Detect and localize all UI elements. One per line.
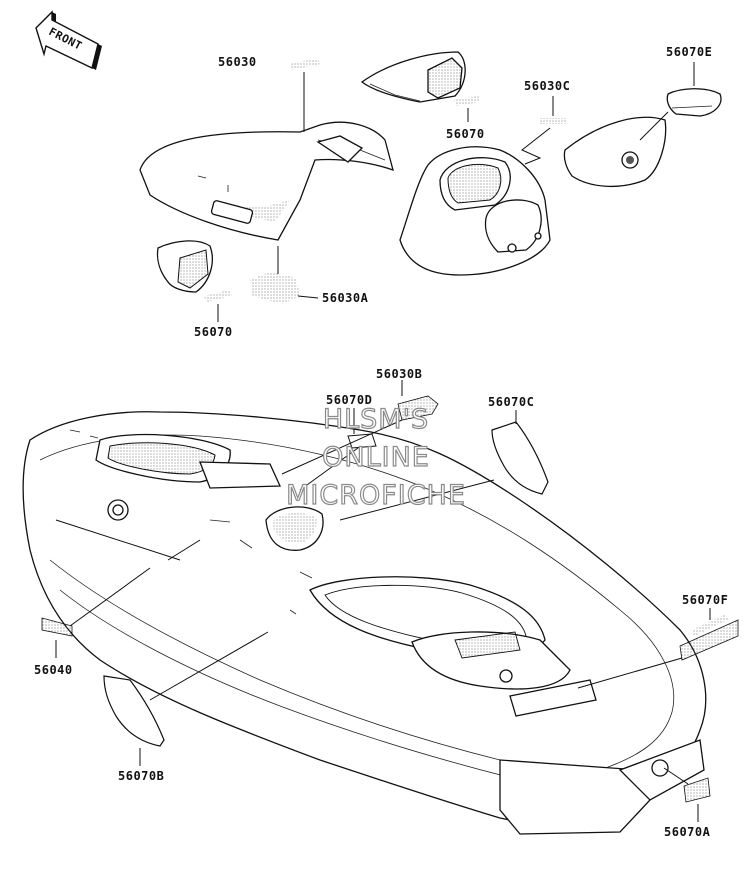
- leader-56030a: [277, 246, 319, 299]
- leader-hull-inner: [55, 519, 201, 561]
- leader-56070f: [577, 608, 711, 689]
- decal-56070d-swatch: [347, 433, 377, 449]
- callout-56030: 56030: [218, 55, 257, 69]
- watermark-line-2: ONLINE: [322, 442, 430, 473]
- glove-box-lid-part: [563, 116, 667, 188]
- callout-56070b: 56070B: [118, 769, 164, 783]
- leader-56070e: [639, 62, 695, 141]
- leader-56070d: [299, 408, 359, 491]
- seat-cowl-part: [139, 121, 394, 241]
- mirror-left-part: [156, 240, 213, 293]
- decal-56070c-panel: [491, 421, 549, 495]
- decal-56070f-swatch: [679, 614, 739, 661]
- decal-56040-swatch: [41, 617, 73, 637]
- leader-56070b: [139, 631, 269, 766]
- leader-56040: [55, 567, 151, 658]
- leader-56030b: [281, 380, 403, 475]
- leader-56070a: [663, 767, 699, 822]
- leader-56070c: [339, 410, 517, 521]
- decal-56030a-swatch: [250, 272, 300, 304]
- console-part: [399, 146, 551, 276]
- callout-56070d: 56070D: [326, 393, 372, 407]
- callout-56070-left: 56070: [194, 325, 233, 339]
- callout-56030b: 56030B: [376, 367, 422, 381]
- decal-56030c-swatch: [540, 118, 566, 124]
- watermark-line-3: MICROFICHE: [286, 480, 466, 511]
- hull-part: [22, 411, 707, 835]
- decal-56030-swatch: [290, 58, 320, 70]
- watermark-line-1: HLSM'S: [323, 404, 429, 435]
- callout-56070-top: 56070: [446, 127, 485, 141]
- cap-part-56070e: [666, 88, 722, 117]
- decal-56070-top-swatch: [454, 96, 480, 106]
- mirror-right-part: [360, 51, 466, 103]
- decal-56030b-swatch: [397, 395, 439, 421]
- callout-56030a: 56030A: [322, 291, 369, 305]
- decal-56070-left-swatch: [204, 290, 232, 302]
- callout-56070f: 56070F: [682, 593, 728, 607]
- callout-56040: 56040: [34, 663, 73, 677]
- decal-56070a-swatch: [683, 777, 711, 803]
- decal-56070b-panel: [103, 675, 165, 747]
- callout-56030c: 56030C: [524, 79, 570, 93]
- watermark: HLSM'S ONLINE MICROFICHE: [285, 403, 466, 511]
- callout-56070a: 56070A: [664, 825, 711, 839]
- front-arrow-icon: FRONT: [35, 10, 102, 70]
- callout-56070e: 56070E: [666, 45, 712, 59]
- leader-56030c: [521, 96, 554, 165]
- callout-56070c: 56070C: [488, 395, 534, 409]
